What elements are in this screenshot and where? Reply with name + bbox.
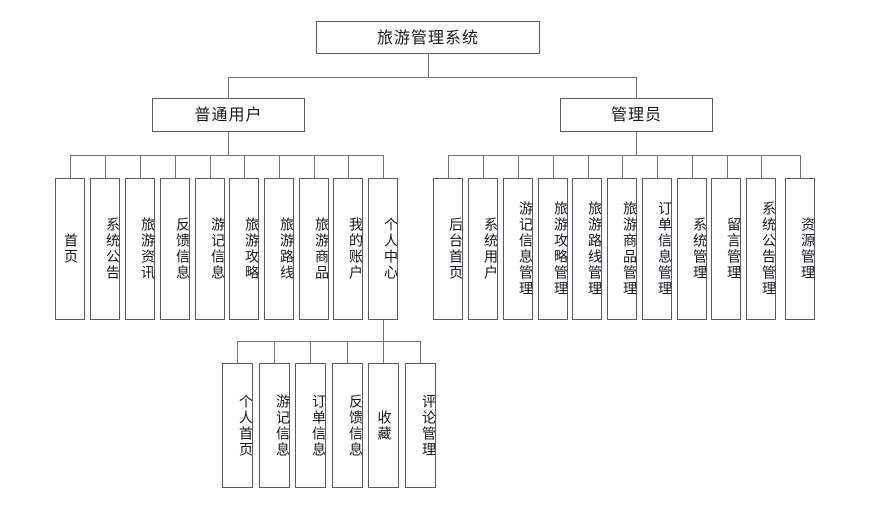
edge-user-drop-4 [175, 155, 176, 178]
node-admin-child-3-label: 游记信息管理 [517, 201, 533, 297]
edge-personal-center-stem [383, 320, 384, 342]
node-user-child-9[interactable]: 我的账户 [333, 178, 363, 320]
node-user-child-2-label: 系统公告 [104, 217, 120, 281]
node-root-label: 旅游管理系统 [376, 27, 479, 47]
node-pc-child-2[interactable]: 游记信息 [259, 363, 290, 488]
node-user-child-7-label: 旅游路线 [278, 217, 294, 281]
edge-admin-drop-3 [518, 155, 519, 178]
node-pc-child-2-label: 游记信息 [274, 393, 290, 458]
edge-user-drop-2 [105, 155, 106, 178]
node-user-child-5[interactable]: 游记信息 [195, 178, 225, 320]
edge-admin-drop-8 [692, 155, 693, 178]
node-user-child-9-label: 我的账户 [347, 217, 363, 281]
edge-admin-drop-11 [800, 155, 801, 178]
node-admin-child-4-label: 旅游攻略管理 [552, 201, 568, 297]
node-admin-child-5-label: 旅游路线管理 [586, 201, 602, 297]
node-admin-child-11-label: 资源管理 [799, 217, 815, 281]
node-user-child-5-label: 游记信息 [209, 217, 225, 281]
node-user-child-6-label: 旅游攻略 [243, 217, 259, 281]
node-root[interactable]: 旅游管理系统 [316, 21, 540, 54]
node-pc-child-1-label: 个人首页 [237, 393, 253, 458]
node-pc-child-6-label: 评论管理 [420, 393, 436, 458]
node-user-child-4[interactable]: 反馈信息 [160, 178, 190, 320]
node-administrator[interactable]: 管理员 [560, 98, 713, 132]
edge-level2-bar [228, 77, 636, 78]
edge-pc-drop-6 [420, 341, 421, 363]
node-admin-child-8[interactable]: 系统管理 [677, 178, 707, 320]
edge-pc-drop-2 [274, 341, 275, 363]
node-pc-child-3-label: 订单信息 [310, 393, 326, 458]
edge-root-stem [428, 54, 429, 78]
edge-admin-drop-7 [657, 155, 658, 178]
edge-level2-drop-user [228, 77, 229, 98]
edge-admin-drop-6 [622, 155, 623, 178]
node-pc-child-5-label: 收藏 [375, 409, 392, 442]
node-user-child-10-personal-center[interactable]: 个人中心 [368, 178, 398, 320]
edge-admin-drop-9 [727, 155, 728, 178]
edge-user-drop-9 [348, 155, 349, 178]
node-admin-child-5[interactable]: 旅游路线管理 [572, 178, 602, 320]
edge-pc-drop-5 [383, 341, 384, 363]
node-user-child-2[interactable]: 系统公告 [90, 178, 120, 320]
edge-user-bar [70, 155, 383, 156]
node-user-child-3[interactable]: 旅游资讯 [125, 178, 155, 320]
node-admin-child-2[interactable]: 系统用户 [468, 178, 498, 320]
edge-user-drop-10 [383, 155, 384, 178]
node-admin-child-7[interactable]: 订单信息管理 [642, 178, 672, 320]
node-admin-child-10-label: 系统公告管理 [760, 201, 776, 297]
node-user-child-1-label: 首页 [62, 233, 78, 265]
node-pc-child-6[interactable]: 评论管理 [405, 363, 436, 488]
edge-user-drop-6 [244, 155, 245, 178]
node-admin-child-11[interactable]: 资源管理 [785, 178, 815, 320]
node-regular-user[interactable]: 普通用户 [152, 98, 305, 132]
edge-pc-drop-3 [310, 341, 311, 363]
edge-admin-drop-4 [553, 155, 554, 178]
edge-admin-stem [636, 132, 637, 155]
edge-user-drop-7 [279, 155, 280, 178]
node-user-child-7[interactable]: 旅游路线 [264, 178, 294, 320]
edge-user-drop-3 [140, 155, 141, 178]
edge-admin-drop-2 [483, 155, 484, 178]
node-admin-child-9[interactable]: 留言管理 [711, 178, 741, 320]
edge-personal-center-bar [237, 341, 420, 342]
node-pc-child-1[interactable]: 个人首页 [222, 363, 253, 488]
node-pc-child-4-label: 反馈信息 [347, 393, 363, 458]
edge-level2-drop-admin [636, 77, 637, 98]
node-admin-child-7-label: 订单信息管理 [656, 201, 672, 297]
edge-user-stem [228, 132, 229, 155]
node-user-child-8-label: 旅游商品 [313, 217, 329, 281]
node-administrator-label: 管理员 [610, 105, 662, 125]
node-user-child-10-label: 个人中心 [382, 217, 398, 281]
node-user-child-6[interactable]: 旅游攻略 [229, 178, 259, 320]
edge-user-drop-5 [210, 155, 211, 178]
edge-admin-drop-5 [588, 155, 589, 178]
node-pc-child-5[interactable]: 收藏 [368, 363, 399, 488]
node-user-child-1[interactable]: 首页 [55, 178, 85, 320]
node-admin-child-10[interactable]: 系统公告管理 [746, 178, 776, 320]
node-admin-child-1[interactable]: 后台首页 [433, 178, 463, 320]
node-pc-child-3[interactable]: 订单信息 [295, 363, 326, 488]
node-user-child-4-label: 反馈信息 [174, 217, 190, 281]
node-admin-child-9-label: 留言管理 [725, 217, 741, 281]
node-admin-child-8-label: 系统管理 [691, 217, 707, 281]
node-admin-child-1-label: 后台首页 [447, 217, 463, 281]
node-user-child-3-label: 旅游资讯 [139, 217, 155, 281]
edge-admin-drop-1 [448, 155, 449, 178]
edge-admin-drop-10 [761, 155, 762, 178]
node-admin-child-6[interactable]: 旅游商品管理 [607, 178, 637, 320]
node-admin-child-2-label: 系统用户 [482, 217, 498, 281]
node-admin-child-4[interactable]: 旅游攻略管理 [538, 178, 568, 320]
node-admin-child-3[interactable]: 游记信息管理 [503, 178, 533, 320]
edge-admin-bar [448, 155, 800, 156]
edge-pc-drop-1 [237, 341, 238, 363]
edge-pc-drop-4 [347, 341, 348, 363]
node-regular-user-label: 普通用户 [194, 105, 263, 125]
edge-user-drop-1 [70, 155, 71, 178]
node-user-child-8[interactable]: 旅游商品 [299, 178, 329, 320]
node-pc-child-4[interactable]: 反馈信息 [332, 363, 363, 488]
edge-user-drop-8 [314, 155, 315, 178]
node-admin-child-6-label: 旅游商品管理 [621, 201, 637, 297]
